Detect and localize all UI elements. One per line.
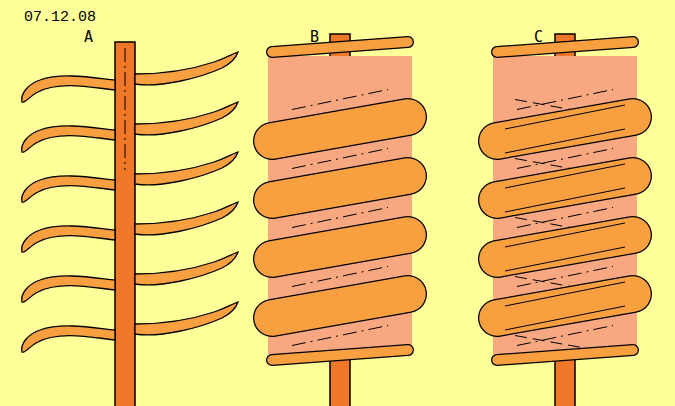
flight-outline [272, 235, 408, 259]
blade-group [22, 52, 238, 352]
flight-edge [505, 247, 625, 271]
flight-edge [505, 164, 625, 188]
flight [497, 235, 633, 259]
flight-edge [505, 188, 625, 212]
date-stamp: 07.12.08 [24, 10, 96, 25]
blade [135, 52, 238, 85]
flight [497, 176, 633, 200]
figure-letter: B [310, 30, 319, 45]
flange [272, 350, 408, 360]
figure-letter: C [534, 30, 543, 45]
flight [272, 235, 408, 259]
screw-c [493, 34, 637, 406]
blade [135, 102, 238, 135]
flange-outline [272, 42, 408, 52]
flight-edge [505, 223, 625, 247]
blade [22, 326, 115, 352]
flight-outline [272, 117, 408, 141]
flight-edge [505, 105, 625, 129]
flight-outline [497, 294, 633, 318]
figure-letter: A [84, 30, 93, 45]
shaft [115, 42, 135, 406]
flight-outline [272, 294, 408, 318]
blade [135, 202, 238, 235]
flight [497, 117, 633, 141]
blade [22, 176, 115, 202]
flange-outline [497, 42, 633, 52]
screw-body [268, 56, 412, 354]
flange-outline [272, 350, 408, 360]
blade [22, 276, 115, 302]
blade [135, 152, 238, 185]
axis-line [125, 48, 126, 170]
flight-outline [497, 117, 633, 141]
flight [272, 176, 408, 200]
flange [272, 42, 408, 52]
flight-outline [497, 176, 633, 200]
flight-edge [505, 129, 625, 153]
blade [135, 252, 238, 285]
flight-outline [272, 176, 408, 200]
screw-b [268, 34, 412, 406]
flight-edge [505, 282, 625, 306]
blade [22, 76, 115, 102]
blade [22, 126, 115, 152]
flange [497, 42, 633, 52]
screw-body [493, 56, 637, 354]
flight-edge [505, 306, 625, 330]
blade [135, 302, 238, 335]
flight [497, 294, 633, 318]
flange-outline [497, 350, 633, 360]
flight-outline [497, 235, 633, 259]
flight [272, 117, 408, 141]
blade [22, 226, 115, 252]
flange [497, 350, 633, 360]
flight [272, 294, 408, 318]
